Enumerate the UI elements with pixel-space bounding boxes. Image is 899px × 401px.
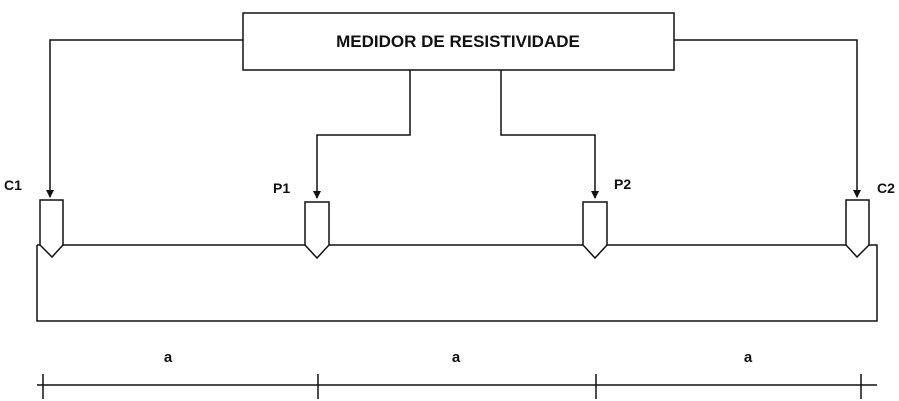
electrode-c1 <box>39 199 64 259</box>
spacing-label-2: a <box>452 349 461 366</box>
meter-box <box>242 12 675 71</box>
wire-p2 <box>500 70 599 199</box>
electrode-label-p2: P2 <box>614 176 631 192</box>
spacing-label-1: a <box>164 349 173 366</box>
wire-p1 <box>313 70 411 199</box>
electrode-label-c2: C2 <box>877 180 895 196</box>
dimension-line <box>37 374 877 399</box>
meter-title: MEDIDOR DE RESISTIVIDADE <box>336 32 580 51</box>
electrode-p2 <box>582 201 608 260</box>
wires <box>46 39 861 199</box>
spacing-labels: a a a <box>164 349 753 366</box>
ground-block <box>36 244 878 322</box>
ground-surface <box>36 244 878 322</box>
electrode-labels: C1 P1 P2 C2 <box>4 176 895 196</box>
wire-c1 <box>46 39 243 198</box>
wire-c2 <box>674 39 861 198</box>
electrodes <box>39 199 870 260</box>
resistivity-meter: MEDIDOR DE RESISTIVIDADE <box>242 12 675 71</box>
electrode-p1 <box>304 201 330 260</box>
electrode-c2 <box>845 199 870 259</box>
electrode-label-c1: C1 <box>4 177 22 193</box>
spacing-label-3: a <box>744 349 753 366</box>
electrode-label-p1: P1 <box>273 180 290 196</box>
